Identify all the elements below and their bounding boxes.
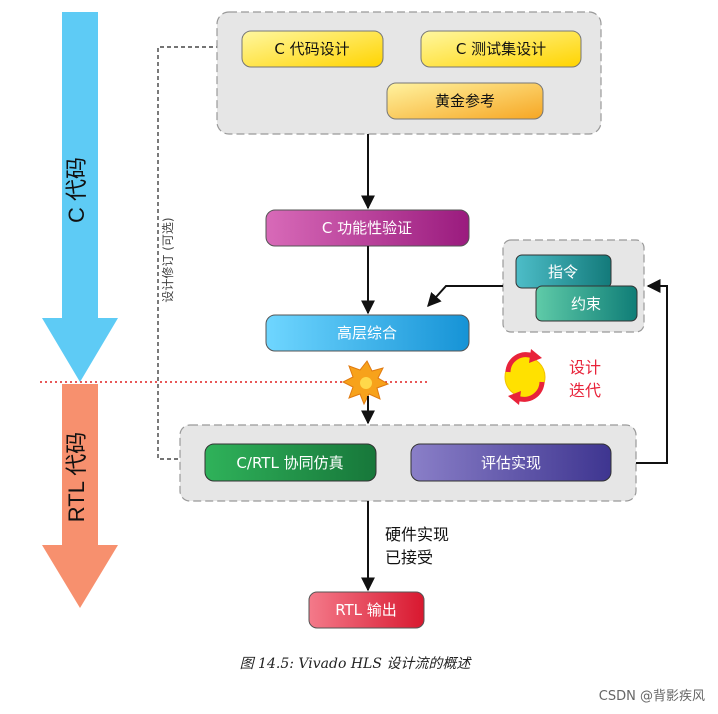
evaluate-implementation-box[interactable]: 评估实现	[410, 443, 612, 482]
directives-label: 指令	[548, 263, 578, 281]
top-group: C 代码设计 C 测试集设计 黄金参考	[216, 11, 602, 135]
golden-reference-box[interactable]: 黄金参考	[386, 82, 544, 120]
design-revision-label: 设计修订 (可选)	[160, 217, 175, 302]
golden-reference-label: 黄金参考	[435, 92, 495, 110]
directives-box[interactable]: 指令	[515, 254, 612, 289]
evaluate-implementation-label: 评估实现	[481, 454, 541, 472]
starburst-icon	[341, 360, 390, 406]
watermark: CSDN @背影疾风	[599, 689, 705, 704]
c-code-arrow: C 代码	[42, 12, 118, 382]
c-rtl-cosim-label: C/RTL 协同仿真	[236, 454, 343, 472]
accept-label-line1: 硬件实现	[385, 525, 449, 544]
high-level-synthesis-label: 高层综合	[337, 324, 397, 342]
rtl-code-arrow-label: RTL 代码	[64, 432, 89, 522]
rtl-code-arrow: RTL 代码	[42, 384, 118, 608]
iteration-label-line1: 设计	[569, 358, 601, 377]
directives-group: 指令 约束	[502, 239, 645, 333]
iteration-cycle-icon	[504, 349, 546, 405]
arrow-directives-to-hls	[427, 285, 503, 308]
constraints-label: 约束	[571, 295, 601, 313]
high-level-synthesis-box[interactable]: 高层综合	[265, 314, 470, 352]
arrow-feedback-to-directives	[636, 279, 668, 464]
constraints-box[interactable]: 约束	[535, 285, 638, 322]
c-functional-verification-box[interactable]: C 功能性验证	[265, 209, 470, 247]
c-code-arrow-label: C 代码	[64, 157, 89, 223]
c-code-design-box[interactable]: C 代码设计	[241, 30, 384, 68]
rtl-output-box[interactable]: RTL 输出	[308, 591, 425, 629]
c-rtl-cosim-box[interactable]: C/RTL 协同仿真	[204, 443, 377, 482]
accept-label-line2: 已接受	[385, 548, 433, 567]
testbench-design-box[interactable]: C 测试集设计	[420, 30, 582, 68]
rtl-output-label: RTL 输出	[335, 601, 397, 619]
c-code-design-label: C 代码设计	[274, 40, 349, 58]
c-functional-verification-label: C 功能性验证	[322, 219, 412, 237]
testbench-design-label: C 测试集设计	[456, 40, 546, 58]
bottom-group: C/RTL 协同仿真 评估实现	[179, 424, 637, 502]
figure-caption: 图 14.5: Vivado HLS 设计流的概述	[240, 656, 473, 672]
iteration-label-line2: 迭代	[569, 381, 601, 400]
design-revision-path: 设计修订 (可选)	[157, 42, 237, 460]
